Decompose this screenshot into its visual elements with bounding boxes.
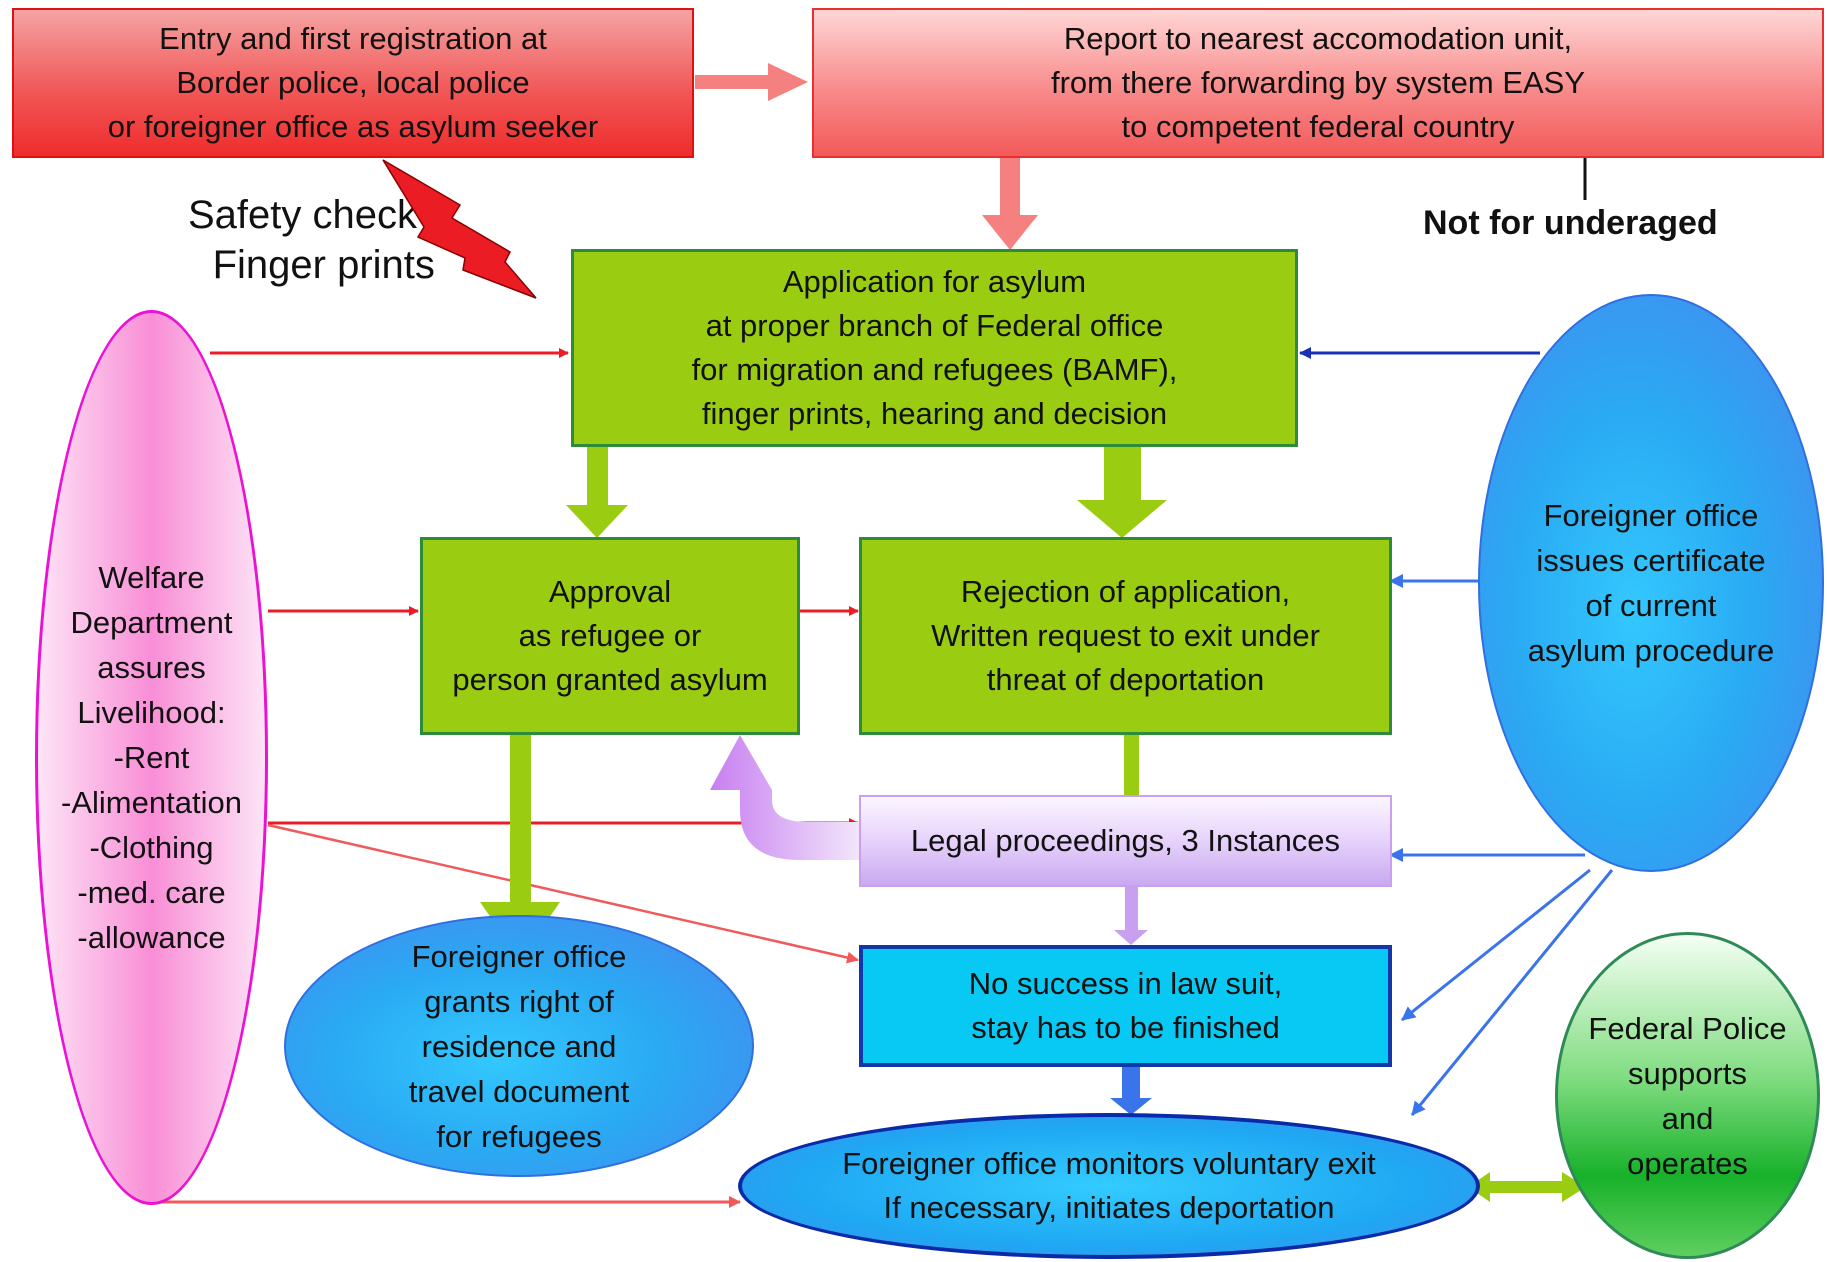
arrow-report-to-application: [982, 158, 1038, 250]
arrow-entry-to-report: [695, 63, 808, 101]
certificate-ellipse: Foreigner office issues certificate of c…: [1478, 294, 1824, 872]
welfare-department-ellipse: Welfare Department assures Livelihood: -…: [35, 310, 268, 1205]
safety-check-label: Safety check + Finger prints: [188, 193, 452, 287]
no-success-box: No success in law suit, stay has to be f…: [859, 945, 1392, 1067]
report-accommodation-box: Report to nearest accomodation unit, fro…: [812, 8, 1824, 158]
monitor-exit-ellipse: Foreigner office monitors voluntary exit…: [738, 1113, 1480, 1259]
residence-ellipse: Foreigner office grants right of residen…: [284, 915, 754, 1177]
arrow-no-success-to-monitor: [1110, 1067, 1152, 1115]
application-asylum-box: Application for asylum at proper branch …: [571, 249, 1298, 447]
arrow-application-to-rejection: [1077, 447, 1167, 538]
federal-police-ellipse: Federal Police supports and operates: [1555, 932, 1820, 1259]
entry-registration-box: Entry and first registration at Border p…: [12, 8, 694, 158]
arrow-welfare-to-no-success: [267, 823, 859, 964]
arrow-application-to-approval: [566, 447, 628, 538]
arrow-legal-to-approval: [710, 735, 860, 860]
arrow-approval-to-residence: [480, 735, 560, 960]
double-arrow-monitor-police: [1468, 1172, 1586, 1202]
connector-rejection-to-legal: [1124, 735, 1139, 795]
arrow-legal-to-no-success: [1114, 887, 1148, 945]
arrow-certificate-to-no-success: [1401, 868, 1591, 1022]
arrow-certificate-to-monitor: [1410, 869, 1614, 1116]
approval-box: Approval as refugee or person granted as…: [420, 537, 800, 735]
not-for-underaged-label: Not for underaged: [1423, 204, 1718, 242]
rejection-box: Rejection of application, Written reques…: [859, 537, 1392, 735]
legal-proceedings-box: Legal proceedings, 3 Instances: [859, 795, 1392, 887]
